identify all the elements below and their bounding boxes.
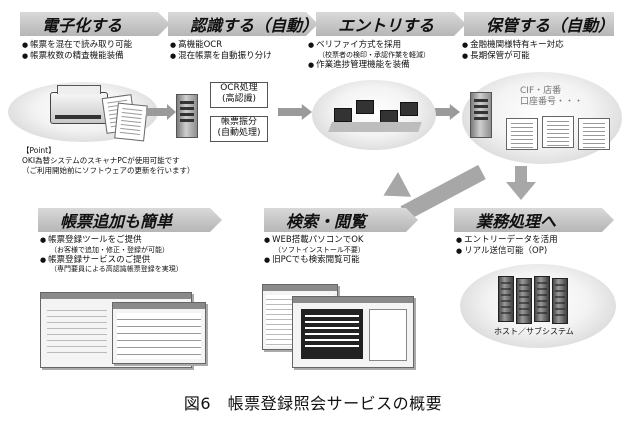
- form-designer-screenshot: [112, 302, 206, 364]
- bullet-item: エントリーデータを活用: [456, 235, 558, 246]
- bullet-item: 高機能OCR: [170, 40, 272, 51]
- host-rack-icon: [534, 276, 550, 322]
- stage-title: 業務処理へ: [476, 212, 557, 231]
- point-label: 【Point】: [22, 146, 56, 155]
- stage-banner-entry: エントリする: [316, 12, 466, 36]
- host-label: ホスト／サブシステム: [494, 327, 574, 336]
- bullet-item: 帳票を混在で読み取り可能: [22, 40, 132, 51]
- search-detail-screenshot: [292, 296, 414, 368]
- stage-bullets-search: WEB搭載パソコンでOK （ソフトインストール不要） 旧PCでも検索閲覧可能: [264, 235, 365, 265]
- point-note: 【Point】 OKI為替システムのスキャナPCが使用可能です （ご利用開始前に…: [22, 146, 195, 176]
- stage-bullets-recognize: 高機能OCR 混在帳票を自動振り分け: [170, 40, 272, 61]
- bullet-item: 作業進捗管理機能を装備: [308, 60, 430, 71]
- point-line: （ご利用開始前にソフトウェアの更新を行います）: [22, 166, 195, 175]
- bullet-note: （お客様で追加・修正・登録が可能）: [50, 245, 169, 254]
- paper-form-icon: [114, 102, 148, 142]
- stage-banner-business: 業務処理へ: [454, 208, 614, 232]
- ocr-box-line: OCR処理: [220, 83, 258, 93]
- stored-form-icon: [578, 118, 610, 150]
- stage-bullets-digitize: 帳票を混在で読み取り可能 帳票枚数の精査機能装備: [22, 40, 132, 61]
- stage-banner-add-forms: 帳票追加も簡単: [38, 208, 222, 232]
- flow-arrow-down: [506, 166, 536, 202]
- bullet-item: ベリファイ方式を採用: [308, 40, 430, 51]
- stage-banner-search: 検索・閲覧: [264, 208, 418, 232]
- stage-title: エントリする: [338, 16, 435, 35]
- host-rack-icon: [552, 278, 568, 324]
- bullet-item: リアル送信可能（OP): [456, 246, 558, 257]
- stage-bullets-store: 金融機関様特有キー対応 長期保管が可能: [462, 40, 564, 61]
- bullet-item: 混在帳票を自動振り分け: [170, 51, 272, 62]
- host-rack-icon: [498, 276, 514, 322]
- bullet-note: （校票者の検印・承認作業を軽減）: [318, 50, 430, 59]
- host-rack-icon: [516, 278, 532, 324]
- ocr-server-icon: [176, 94, 198, 138]
- stored-form-icon: [542, 116, 574, 148]
- storage-key-line: CIF・店番: [520, 86, 562, 96]
- scanner-icon: [50, 85, 108, 124]
- stored-form-icon: [506, 118, 538, 150]
- storage-server-icon: [470, 92, 492, 138]
- sort-box-line: 帳票振分: [220, 117, 257, 127]
- operator-workstation-icon: [328, 94, 422, 138]
- storage-key-line: 口座番号・・・: [520, 97, 584, 107]
- bullet-item: WEB搭載パソコンでOK: [264, 235, 365, 246]
- bullet-item: 長期保管が可能: [462, 51, 564, 62]
- stage-banner-digitize: 電子化する: [20, 12, 170, 36]
- bullet-item: 帳票枚数の精査機能装備: [22, 51, 132, 62]
- bullet-note: （ソフトインストール不要）: [274, 245, 365, 254]
- stage-title: 検索・閲覧: [286, 212, 367, 231]
- stage-title: 保管する（自動）: [486, 16, 615, 35]
- stage-banner-recognize: 認識する（自動）: [168, 12, 318, 36]
- ocr-box-line: (高認識): [221, 94, 257, 104]
- bullet-item: 帳票登録サービスのご提供: [40, 255, 183, 266]
- storage-keys: CIF・店番 口座番号・・・: [520, 86, 583, 108]
- sort-process-box: 帳票振分 (自動処理): [210, 116, 268, 142]
- stage-bullets-business: エントリーデータを活用 リアル送信可能（OP): [456, 235, 558, 256]
- bullet-note: （専門要員による高認識帳票登録を実現）: [50, 265, 183, 273]
- flow-arrow-right: [146, 104, 176, 120]
- flow-arrow-diagonal: [372, 158, 486, 221]
- stage-bullets-entry: ベリファイ方式を採用 （校票者の検印・承認作業を軽減） 作業進捗管理機能を装備: [308, 40, 430, 70]
- figure-caption: 図6 帳票登録照会サービスの概要: [183, 394, 443, 413]
- bullet-item: 旧PCでも検索閲覧可能: [264, 255, 365, 266]
- sort-box-line: (自動処理): [217, 128, 261, 138]
- stage-title: 帳票追加も簡単: [60, 212, 173, 231]
- stage-title: 電子化する: [42, 16, 123, 35]
- stage-bullets-add-forms: 帳票登録ツールをご提供 （お客様で追加・修正・登録が可能） 帳票登録サービスのご…: [40, 235, 183, 274]
- bullet-item: 帳票登録ツールをご提供: [40, 235, 183, 246]
- point-line: OKI為替システムのスキャナPCが使用可能です: [22, 156, 180, 165]
- stage-banner-store: 保管する（自動）: [464, 12, 614, 36]
- ocr-process-box: OCR処理 (高認識): [210, 82, 268, 108]
- flow-arrow-right: [278, 104, 312, 120]
- bullet-item: 金融機関様特有キー対応: [462, 40, 564, 51]
- stage-title: 認識する（自動）: [190, 16, 319, 35]
